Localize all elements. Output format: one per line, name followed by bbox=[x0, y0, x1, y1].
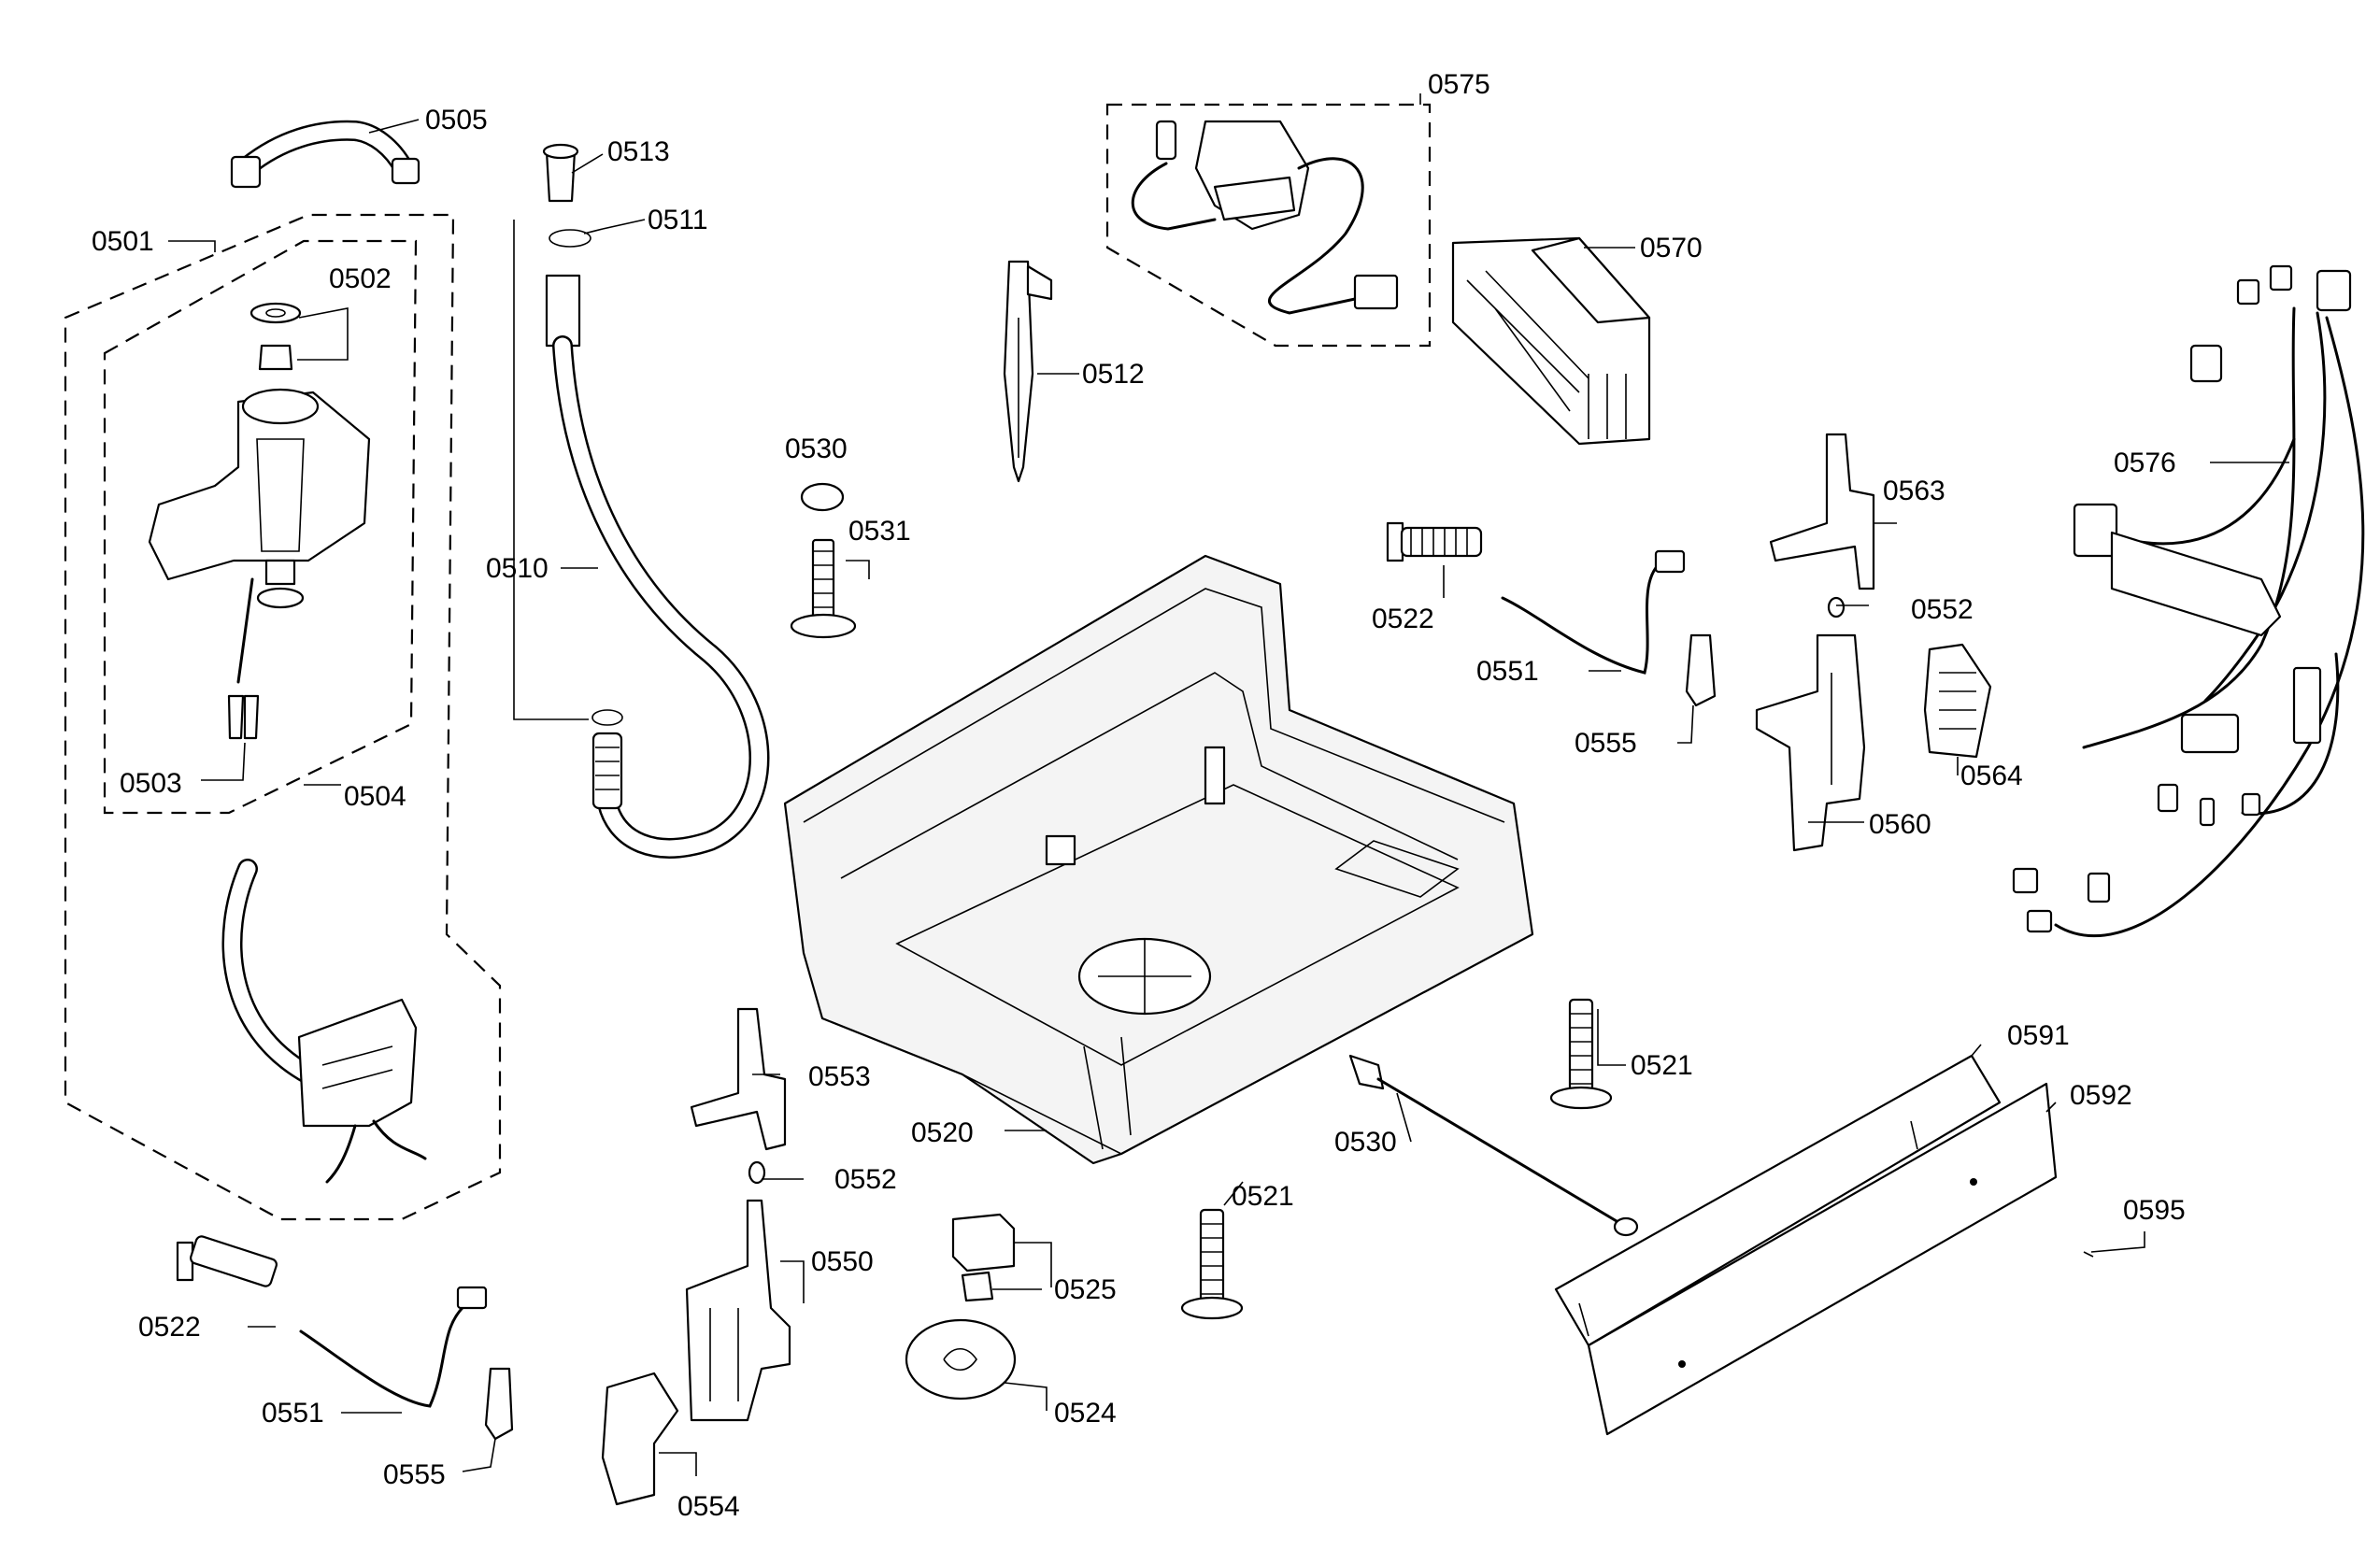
part-label: 0513 bbox=[607, 136, 670, 167]
part-label: 0550 bbox=[811, 1246, 874, 1277]
hinge-parts-right bbox=[1386, 521, 1717, 707]
part-label: 0552 bbox=[834, 1164, 897, 1195]
part-label: 0576 bbox=[2114, 448, 2176, 478]
part-label: 0530 bbox=[785, 434, 848, 464]
part-label: 0570 bbox=[1640, 233, 1703, 263]
leader-lines bbox=[168, 93, 2289, 1476]
part-label: 0595 bbox=[2123, 1195, 2186, 1226]
toe-kick-panels bbox=[1554, 1054, 2094, 1436]
part-label: 0520 bbox=[911, 1117, 974, 1148]
part-label: 0551 bbox=[1476, 656, 1539, 687]
sensor-0575 bbox=[1131, 120, 1399, 315]
part-label: 0510 bbox=[486, 553, 549, 584]
assembly-0575-boundary bbox=[1105, 103, 1432, 348]
part-label: 0525 bbox=[1054, 1274, 1117, 1305]
control-module-0570 bbox=[1451, 236, 1651, 446]
inlet-valve-assembly bbox=[148, 302, 427, 1184]
assembly-0504-boundary bbox=[103, 239, 418, 815]
part-label: 0554 bbox=[677, 1491, 740, 1522]
part-label: 0555 bbox=[383, 1459, 446, 1490]
part-label: 0512 bbox=[1082, 359, 1145, 390]
assembly-0501-boundary bbox=[64, 213, 502, 1221]
part-label: 0522 bbox=[138, 1312, 201, 1343]
part-label: 0511 bbox=[648, 205, 708, 235]
part-label: 0504 bbox=[344, 781, 406, 812]
part-label: 0505 bbox=[425, 105, 488, 135]
part-label: 0522 bbox=[1372, 604, 1434, 634]
hinge-assembly-right bbox=[1755, 433, 1992, 852]
float-bar-0512 bbox=[1003, 260, 1053, 483]
inlet-hose-0505 bbox=[230, 120, 420, 189]
part-label: 0555 bbox=[1575, 728, 1637, 759]
part-label: 0592 bbox=[2070, 1080, 2132, 1111]
part-label: 0591 bbox=[2007, 1020, 2070, 1051]
part-label: 0521 bbox=[1232, 1181, 1294, 1212]
hinge-parts-left bbox=[176, 1235, 514, 1441]
wiring-harness-0576 bbox=[2012, 264, 2365, 938]
part-label: 0521 bbox=[1631, 1050, 1693, 1081]
part-label: 0563 bbox=[1883, 476, 1945, 506]
feet-0521-and-rod-0530 bbox=[1180, 998, 1639, 1320]
part-label: 0552 bbox=[1911, 594, 1974, 625]
part-label: 0564 bbox=[1960, 761, 2023, 791]
part-label: 0575 bbox=[1428, 69, 1490, 100]
part-label: 0531 bbox=[848, 516, 911, 547]
hinge-assembly-left bbox=[601, 1007, 791, 1506]
part-label: 0501 bbox=[92, 226, 154, 257]
part-label: 0530 bbox=[1334, 1127, 1397, 1158]
part-label: 0503 bbox=[120, 768, 182, 799]
part-labels: 0505 0513 0511 0501 0502 0503 0504 0510 … bbox=[92, 69, 2186, 1522]
base-frame-0520 bbox=[783, 554, 1534, 1165]
small-parts-0525-0524 bbox=[905, 1213, 1017, 1400]
part-label: 0553 bbox=[808, 1061, 871, 1092]
drain-hose-0510 bbox=[542, 143, 770, 859]
part-label: 0524 bbox=[1054, 1398, 1117, 1429]
part-label: 0502 bbox=[329, 263, 392, 294]
part-label: 0551 bbox=[262, 1398, 324, 1429]
part-label: 0560 bbox=[1869, 809, 1931, 840]
foot-0531 bbox=[790, 482, 857, 639]
